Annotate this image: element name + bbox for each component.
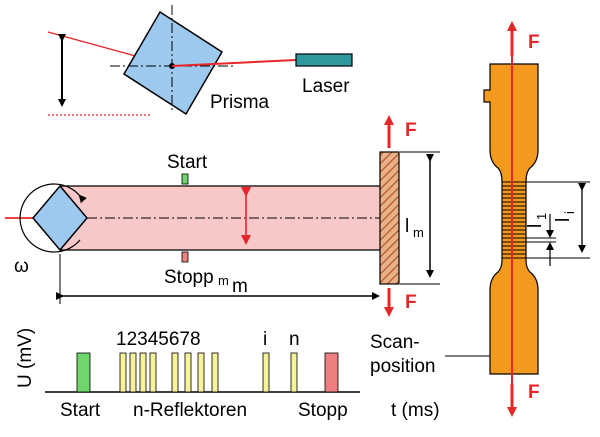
x-start-label: Start	[60, 400, 101, 421]
scan-label-line1: Scan-	[370, 332, 420, 353]
reflector-pulse-i	[262, 352, 270, 393]
reflector-pulse-7	[197, 352, 205, 393]
reflector-wall	[379, 151, 400, 285]
specimen: F F l i l 1	[483, 21, 590, 417]
reflector-pulse-8	[211, 352, 219, 393]
pulse-i-label: i	[263, 329, 267, 350]
start-label: Start	[167, 152, 208, 173]
prisma-label: Prisma	[210, 92, 270, 113]
scan-label-line2: position	[370, 356, 436, 377]
rotation-arc	[19, 183, 87, 253]
reflector-pulse-n	[290, 352, 298, 393]
li-label: l	[553, 218, 574, 222]
prism-shape	[122, 10, 224, 116]
beam-setup: Start Stopp m ω m l m F F	[5, 115, 440, 317]
lm-label: l	[405, 216, 409, 237]
prism-setup: Laser Prisma	[47, 5, 353, 116]
laser-device	[295, 53, 353, 67]
force-up-label-middle: F	[405, 120, 417, 141]
force-down-label-middle: F	[405, 292, 417, 313]
reflector-pulse-2	[129, 352, 137, 393]
reflector-pulse-1	[119, 352, 127, 393]
stopp-label: Stopp	[164, 267, 214, 288]
x-axis-label: t (ms)	[391, 400, 440, 421]
x-stopp-label: Stopp	[298, 400, 348, 421]
li-subscript: i	[562, 211, 577, 214]
reflector-numbers: 12345678	[116, 329, 201, 350]
y-axis-label: U (mV)	[15, 328, 36, 388]
rotating-prism	[32, 184, 88, 252]
reflector-pulse-5	[171, 352, 179, 393]
omega-label: ω	[14, 256, 29, 277]
reflector-pulse-4	[149, 352, 157, 393]
l1-subscript: 1	[534, 213, 549, 220]
start-sensor	[181, 173, 189, 185]
force-up-label-right: F	[528, 32, 540, 53]
x-reflektoren-label: n-Reflektoren	[133, 400, 247, 421]
laser-label: Laser	[302, 76, 350, 97]
start-pulse	[76, 352, 91, 393]
laser-beam	[171, 59, 297, 67]
specimen-grating	[502, 181, 526, 259]
signal-plot: U (mV) 12345678 i n Start n-Reflektoren …	[15, 328, 508, 421]
pulse-n-label: n	[289, 329, 300, 350]
length-m-label: m	[232, 276, 248, 297]
reflector-pulse-3	[139, 352, 147, 393]
force-down-label-right: F	[528, 382, 540, 403]
stopp-pulse	[324, 352, 339, 393]
lm-subscript: m	[413, 225, 424, 240]
reflector-pulse-6	[184, 352, 192, 393]
stopp-sensor	[181, 251, 189, 263]
stopp-subscript: m	[218, 273, 229, 288]
l1-label: l	[525, 224, 546, 228]
